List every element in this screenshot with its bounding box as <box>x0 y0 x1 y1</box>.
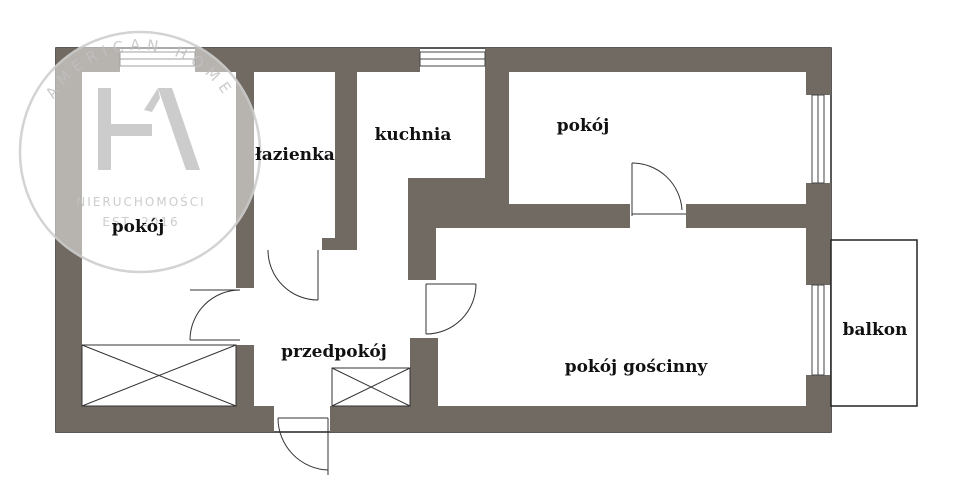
wardrobes <box>81 344 411 407</box>
room-label-pokoj-small: pokój <box>112 217 165 237</box>
room-labels: pokój łazienka kuchnia pokój przedpokój … <box>112 116 908 377</box>
room-label-kuchnia: kuchnia <box>375 125 452 145</box>
room-label-pokoj-top: pokój <box>557 116 610 136</box>
room-label-przedpokoj: przedpokój <box>281 342 387 362</box>
room-label-balkon: balkon <box>843 320 908 340</box>
room-label-lazienka: łazienka <box>255 145 335 165</box>
watermark: AMERICAN HOME AH NIERUCHOMOŚCI EST. 2016 <box>18 30 262 274</box>
doors <box>189 162 686 475</box>
room-label-pokoj-goscinny: pokój gościnny <box>565 357 709 377</box>
balcony-outline <box>830 239 918 407</box>
watermark-line2: EST. 2016 <box>102 215 179 229</box>
watermark-logo: AH <box>98 88 200 170</box>
windows <box>119 51 825 376</box>
watermark-line1: NIERUCHOMOŚCI <box>76 194 205 209</box>
walls <box>56 48 831 432</box>
